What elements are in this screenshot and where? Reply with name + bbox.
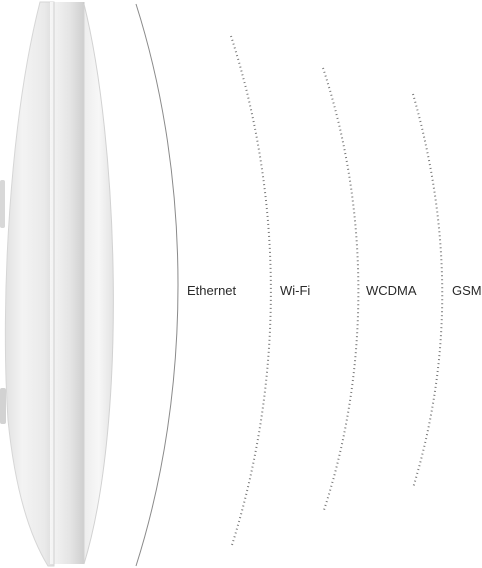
wifi-label: Wi-Fi: [280, 283, 311, 298]
wifi-signal-line: [230, 35, 272, 546]
gsm-label: GSM: [452, 283, 482, 298]
gsm-signal-line: [412, 93, 444, 489]
ethernet-label: Ethernet: [187, 283, 237, 298]
wcdma-label: WCDMA: [366, 283, 417, 298]
device-dome: [83, 3, 114, 565]
device-port-bottom: [0, 388, 6, 424]
device-body: [0, 1, 114, 567]
ethernet-signal-line: [135, 3, 179, 567]
wcdma-signal-line: [322, 67, 360, 511]
device-band: [50, 2, 84, 564]
device-port-top: [0, 180, 5, 228]
device-housing: [4, 1, 55, 567]
